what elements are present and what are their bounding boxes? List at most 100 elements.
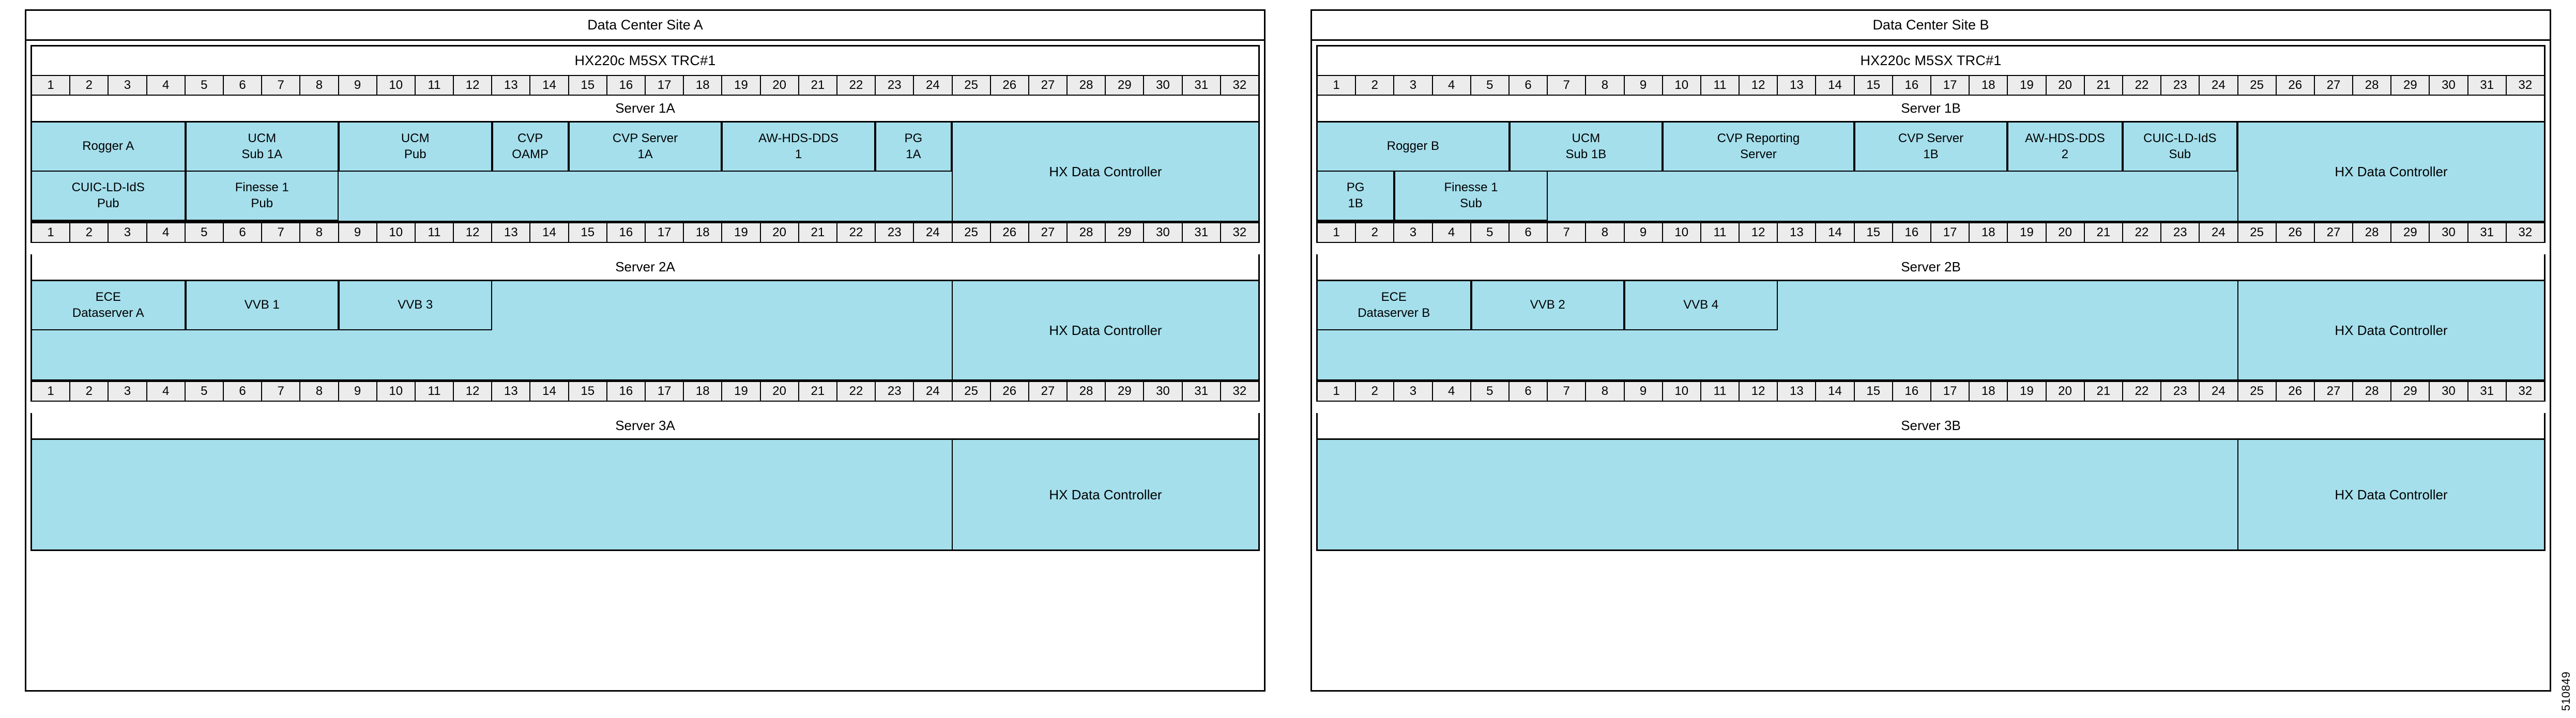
drive-slot[interactable]: 14 — [1816, 75, 1855, 96]
drive-slot[interactable]: 20 — [760, 75, 799, 96]
drive-slot[interactable]: 32 — [2506, 222, 2544, 243]
drive-slot[interactable]: 1 — [1318, 222, 1356, 243]
drive-slot[interactable]: 29 — [2391, 222, 2430, 243]
drive-slot[interactable]: 6 — [1509, 222, 1548, 243]
drive-slot[interactable]: 6 — [223, 222, 263, 243]
drive-slot[interactable]: 16 — [607, 381, 646, 402]
drive-slot[interactable]: 23 — [876, 222, 914, 243]
drive-slot[interactable]: 10 — [1663, 222, 1701, 243]
drive-slot[interactable]: 15 — [1854, 75, 1893, 96]
drive-slot[interactable]: 21 — [799, 381, 837, 402]
drive-slot[interactable]: 17 — [646, 381, 684, 402]
drive-slot[interactable]: 23 — [876, 381, 914, 402]
drive-slot[interactable]: 3 — [1394, 381, 1433, 402]
drive-slot[interactable]: 16 — [607, 75, 646, 96]
drive-slot[interactable]: 27 — [2314, 75, 2354, 96]
drive-slot[interactable]: 3 — [109, 381, 147, 402]
drive-slot[interactable]: 29 — [1106, 222, 1145, 243]
drive-slot[interactable]: 5 — [185, 75, 224, 96]
drive-slot[interactable]: 23 — [2161, 75, 2200, 96]
drive-slot[interactable]: 10 — [377, 222, 416, 243]
drive-slot[interactable]: 8 — [1586, 75, 1625, 96]
drive-slot[interactable]: 12 — [1740, 222, 1778, 243]
drive-slot[interactable]: 1 — [32, 381, 71, 402]
drive-slot[interactable]: 24 — [2200, 222, 2238, 243]
drive-slot[interactable]: 26 — [990, 222, 1029, 243]
drive-slot[interactable]: 22 — [2123, 381, 2162, 402]
drive-slot[interactable]: 6 — [223, 381, 263, 402]
vm-block[interactable]: VVB 4 — [1624, 281, 1778, 330]
hx-data-controller-block[interactable]: HX Data Controller — [2237, 123, 2544, 221]
drive-slot[interactable]: 19 — [722, 222, 761, 243]
drive-slot[interactable]: 28 — [2353, 75, 2392, 96]
drive-slot[interactable]: 12 — [454, 222, 493, 243]
drive-slot[interactable]: 32 — [1221, 75, 1258, 96]
drive-slot[interactable]: 7 — [1548, 75, 1587, 96]
vm-block[interactable]: Rogger B — [1318, 123, 1510, 172]
drive-slot[interactable]: 20 — [2046, 222, 2085, 243]
drive-slot[interactable]: 3 — [1394, 222, 1433, 243]
drive-slot[interactable]: 1 — [1318, 75, 1356, 96]
drive-slot[interactable]: 30 — [2430, 75, 2468, 96]
drive-slot[interactable]: 10 — [377, 381, 416, 402]
drive-slot[interactable]: 17 — [1931, 222, 1970, 243]
drive-slot[interactable]: 5 — [1471, 222, 1510, 243]
drive-slot[interactable]: 2 — [70, 222, 109, 243]
drive-slot[interactable]: 31 — [2468, 381, 2507, 402]
drive-slot[interactable]: 7 — [262, 222, 301, 243]
drive-slot[interactable]: 5 — [185, 222, 224, 243]
drive-slot[interactable]: 16 — [1893, 75, 1931, 96]
drive-slot[interactable]: 21 — [2084, 222, 2123, 243]
drive-slot[interactable]: 14 — [530, 75, 569, 96]
drive-slot[interactable]: 19 — [2008, 381, 2047, 402]
drive-slot[interactable]: 1 — [32, 75, 71, 96]
drive-slot[interactable]: 31 — [1182, 381, 1221, 402]
drive-slot[interactable]: 22 — [837, 222, 876, 243]
drive-slot[interactable]: 27 — [1029, 75, 1068, 96]
drive-slot[interactable]: 4 — [1432, 222, 1471, 243]
drive-slot[interactable]: 27 — [2314, 222, 2354, 243]
drive-slot[interactable]: 11 — [415, 222, 454, 243]
drive-slot[interactable]: 17 — [1931, 381, 1970, 402]
drive-slot[interactable]: 4 — [1432, 381, 1471, 402]
drive-slot[interactable]: 14 — [530, 381, 569, 402]
drive-slot[interactable]: 11 — [1701, 75, 1740, 96]
drive-slot[interactable]: 5 — [1471, 75, 1510, 96]
drive-slot[interactable]: 31 — [1182, 222, 1221, 243]
hx-data-controller-block[interactable]: HX Data Controller — [952, 440, 1258, 549]
drive-slot[interactable]: 23 — [2161, 222, 2200, 243]
drive-slot[interactable]: 13 — [492, 222, 531, 243]
drive-slot[interactable]: 18 — [1970, 75, 2008, 96]
drive-slot[interactable]: 28 — [1068, 381, 1106, 402]
drive-slot[interactable]: 24 — [914, 222, 953, 243]
drive-slot[interactable]: 17 — [1931, 75, 1970, 96]
drive-slot[interactable]: 29 — [2391, 75, 2430, 96]
drive-slot[interactable]: 14 — [1816, 381, 1855, 402]
drive-slot[interactable]: 13 — [492, 75, 531, 96]
drive-slot[interactable]: 25 — [2238, 75, 2277, 96]
drive-slot[interactable]: 3 — [109, 222, 147, 243]
drive-slot[interactable]: 18 — [684, 222, 723, 243]
drive-slot[interactable]: 27 — [1029, 222, 1068, 243]
drive-slot[interactable]: 24 — [914, 75, 953, 96]
drive-slot[interactable]: 10 — [377, 75, 416, 96]
drive-slot[interactable]: 2 — [1356, 222, 1395, 243]
drive-slot[interactable]: 18 — [684, 381, 723, 402]
drive-slot[interactable]: 13 — [1778, 381, 1817, 402]
drive-slot[interactable]: 8 — [300, 222, 339, 243]
drive-slot[interactable]: 13 — [492, 381, 531, 402]
drive-slot[interactable]: 3 — [109, 75, 147, 96]
drive-slot[interactable]: 18 — [1970, 222, 2008, 243]
drive-slot[interactable]: 6 — [1509, 381, 1548, 402]
vm-block[interactable]: VVB 2 — [1471, 281, 1624, 330]
drive-slot[interactable]: 31 — [2468, 75, 2507, 96]
drive-slot[interactable]: 15 — [1854, 381, 1893, 402]
drive-slot[interactable]: 23 — [2161, 381, 2200, 402]
drive-slot[interactable]: 30 — [2430, 222, 2468, 243]
drive-slot[interactable]: 30 — [1144, 75, 1183, 96]
